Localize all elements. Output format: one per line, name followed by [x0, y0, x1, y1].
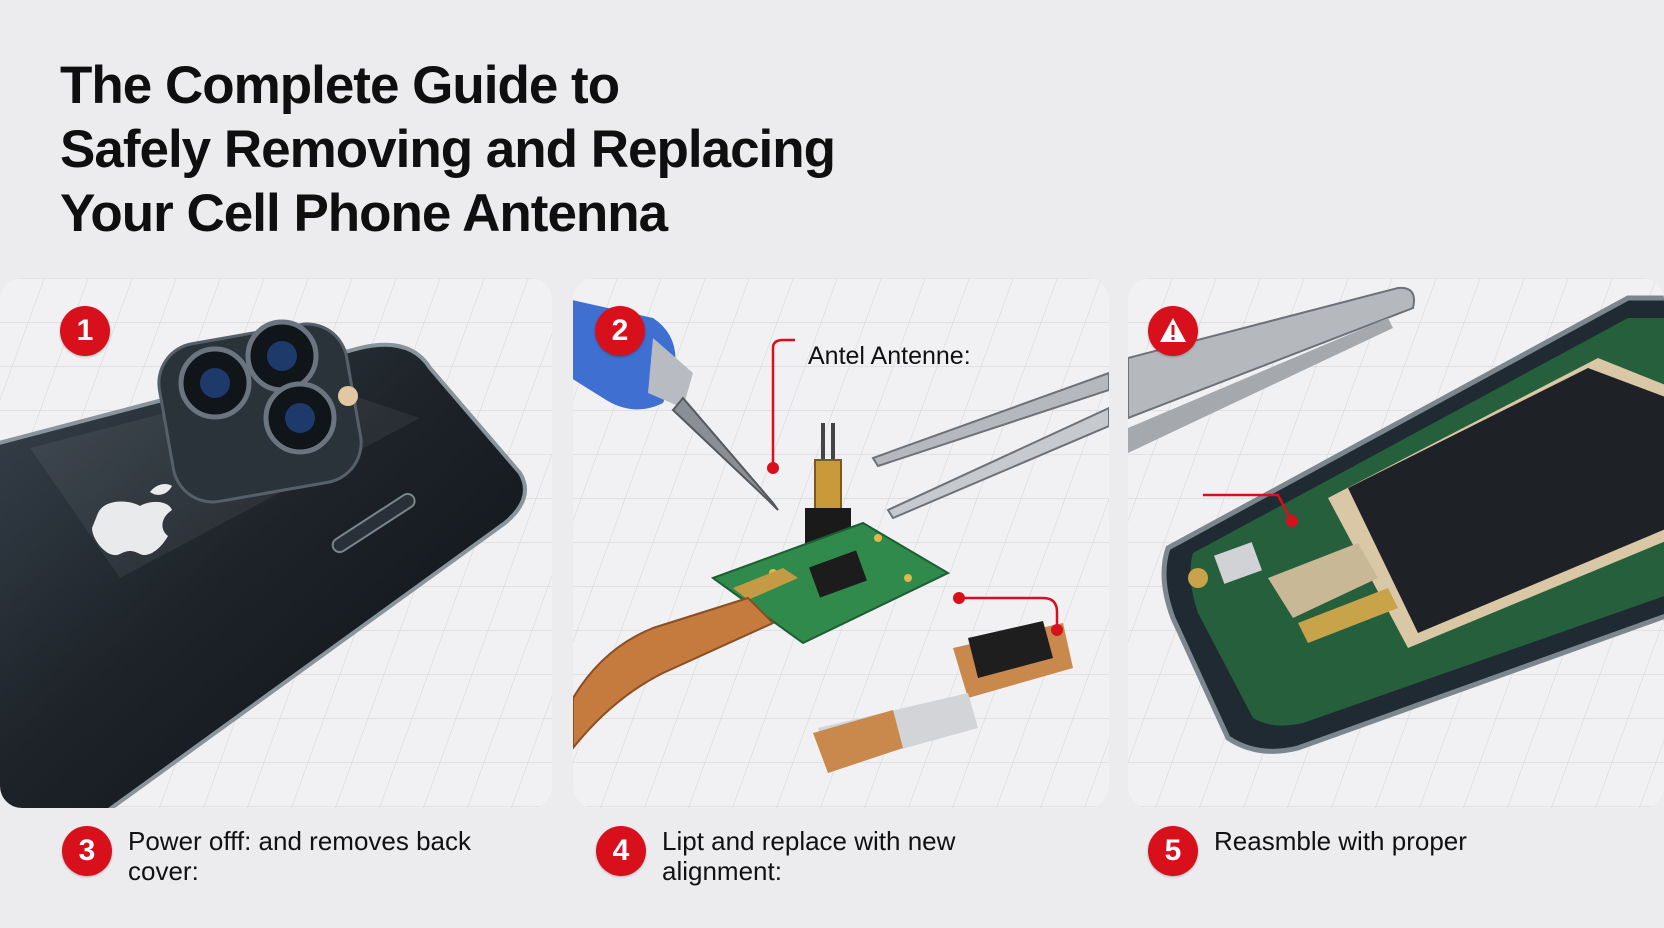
title-line-3: Your Cell Phone Antenna — [60, 184, 668, 243]
step-badge-3: 3 — [62, 826, 112, 876]
step-4-text: Lipt and replace with new alignment: — [662, 826, 956, 886]
antenna-removal-illustration — [573, 278, 1109, 808]
step-5-caption: 5 Reasmble with proper — [1148, 826, 1608, 876]
title-line-1: The Complete Guide to — [60, 56, 620, 115]
step-4-caption: 4 Lipt and replace with new alignment: — [596, 826, 1016, 886]
phone-back-illustration — [0, 278, 552, 808]
warning-badge — [1148, 306, 1198, 356]
step-3-caption: 3 Power offf: and removes back cover: — [62, 826, 522, 886]
page-title: The Complete Guide to Safely Removing an… — [60, 54, 836, 246]
antenna-callout-label: Antel Antenne: — [808, 342, 971, 370]
step-badge-1: 1 — [60, 306, 110, 356]
step-1-image-panel: 1 — [0, 278, 552, 808]
warning-icon — [1160, 318, 1186, 342]
tweezers — [871, 371, 1109, 520]
phone-frame — [1161, 295, 1664, 754]
pcb-board — [710, 521, 951, 645]
step-warning-image-panel — [1128, 278, 1664, 808]
phone-internals-illustration — [1128, 278, 1664, 808]
step-2-image-panel: 2 — [573, 278, 1109, 808]
title-line-2: Safely Removing and Replacing — [60, 120, 836, 179]
flex-cable — [573, 596, 775, 750]
callout-lines — [767, 338, 1063, 636]
tweezers-3 — [1128, 286, 1415, 453]
callout-line-3 — [1203, 493, 1298, 527]
apple-logo-icon — [92, 484, 172, 556]
step-5-text: Reasmble with proper — [1214, 826, 1467, 856]
step-3-text: Power offf: and removes back cover: — [128, 826, 472, 886]
camera-module — [157, 319, 363, 504]
step-badge-2: 2 — [595, 306, 645, 356]
step-badge-4: 4 — [596, 826, 646, 876]
step-badge-5: 5 — [1148, 826, 1198, 876]
replacement-antenna — [813, 621, 1073, 773]
